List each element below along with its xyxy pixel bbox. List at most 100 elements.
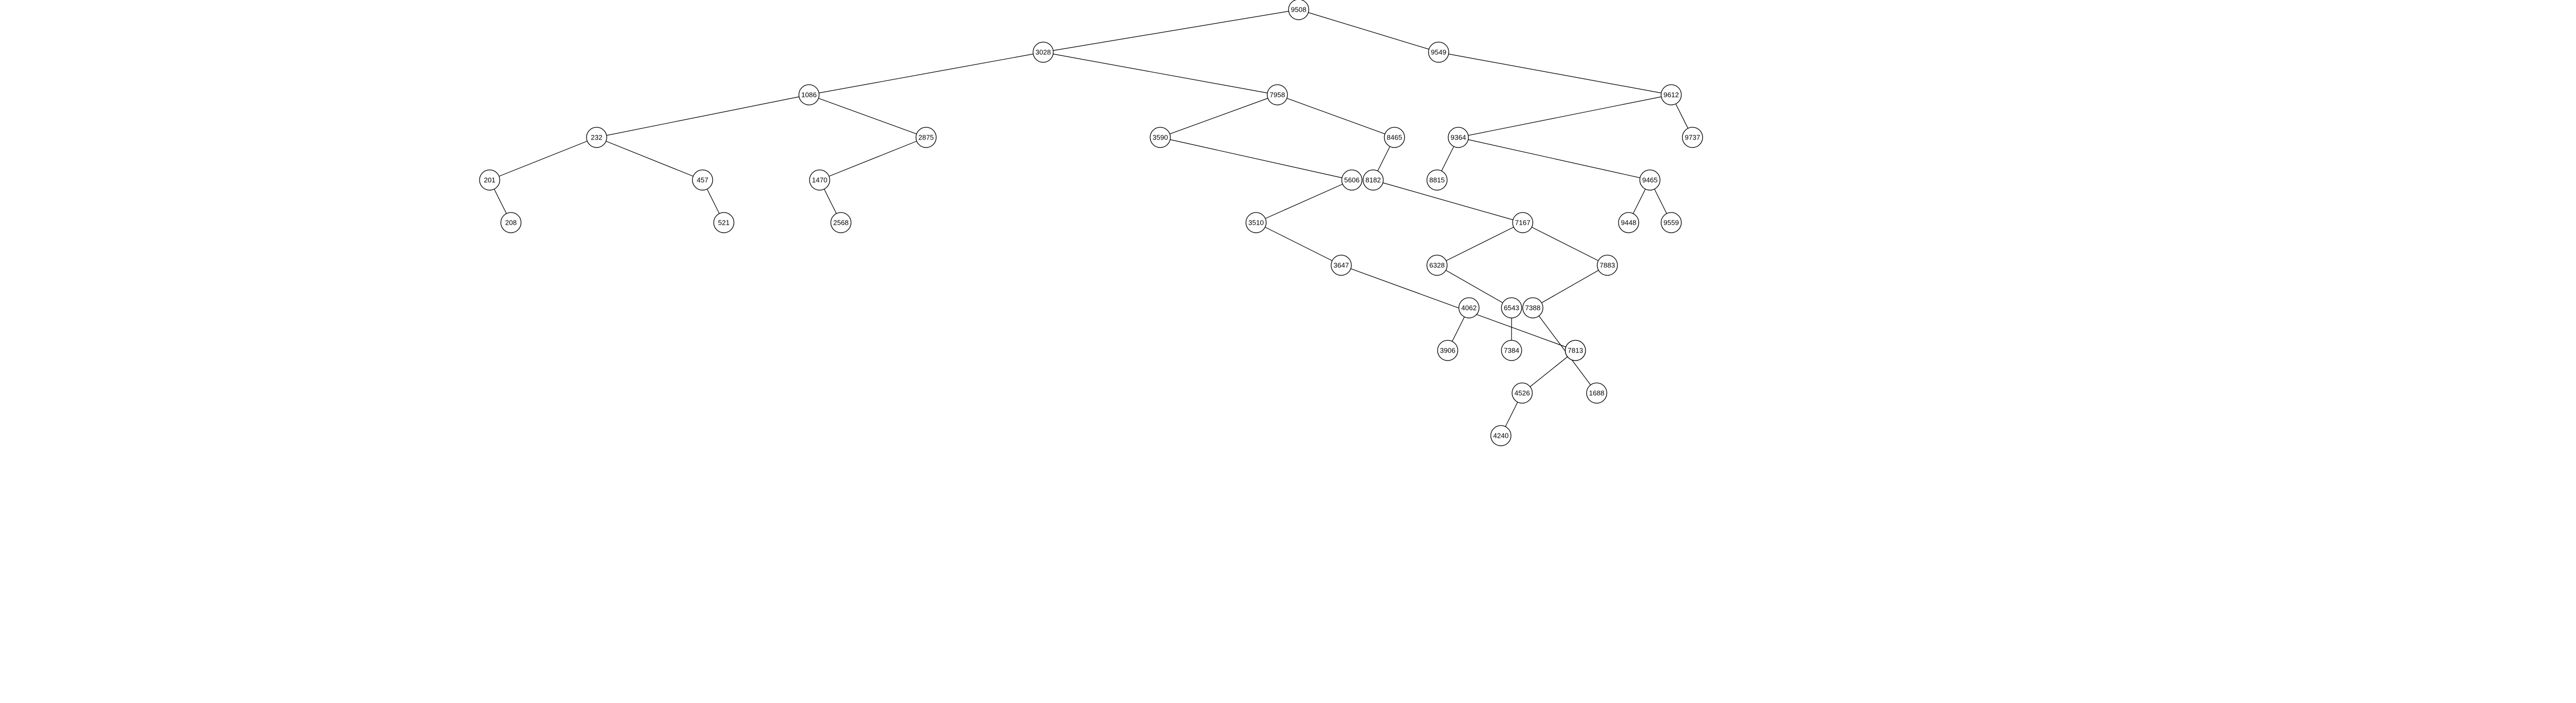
- node-label: 7883: [1600, 261, 1615, 269]
- tree-node: 3028: [1033, 42, 1054, 63]
- node-circle: [830, 212, 852, 233]
- node-circle: [1682, 127, 1703, 148]
- node-circle: [1501, 297, 1522, 318]
- tree-node: 9612: [1661, 84, 1682, 105]
- tree-edge: [1341, 265, 1576, 351]
- tree-edge: [1436, 222, 1523, 266]
- node-circle: [915, 127, 937, 148]
- tree-node: 1688: [1586, 382, 1607, 404]
- tree-node: 3647: [1331, 255, 1352, 276]
- node-label: 7167: [1515, 219, 1531, 227]
- node-circle: [1150, 127, 1171, 148]
- node-circle: [1033, 42, 1054, 63]
- node-label: 9508: [1291, 6, 1307, 14]
- node-label: 6328: [1430, 261, 1445, 269]
- node-circle: [713, 212, 734, 233]
- node-circle: [1618, 212, 1639, 233]
- tree-node: 9465: [1639, 169, 1661, 191]
- tree-node: 8465: [1384, 127, 1405, 148]
- tree-edge: [808, 94, 927, 138]
- tree-node: 521: [713, 212, 734, 233]
- node-label: 7813: [1568, 347, 1583, 355]
- tree-node: 2875: [915, 127, 937, 148]
- node-circle: [1639, 169, 1661, 191]
- node-label: 1688: [1589, 389, 1605, 397]
- node-circle: [1458, 297, 1480, 318]
- node-circle: [1437, 340, 1458, 361]
- node-label: 208: [505, 219, 517, 227]
- node-circle: [1384, 127, 1405, 148]
- node-circle: [798, 84, 820, 105]
- tree-node: 1470: [809, 169, 830, 191]
- tree-node: 7813: [1565, 340, 1586, 361]
- tree-node: 7384: [1501, 340, 1522, 361]
- tree-edge: [1522, 222, 1608, 266]
- node-label: 3647: [1334, 261, 1349, 269]
- node-circle: [1331, 255, 1352, 276]
- node-circle: [692, 169, 713, 191]
- tree-edge: [1256, 179, 1352, 223]
- node-circle: [1428, 42, 1449, 63]
- node-label: 9465: [1642, 176, 1658, 184]
- tree-node: 208: [500, 212, 522, 233]
- tree-node: 6543: [1501, 297, 1522, 318]
- tree-edge: [596, 137, 703, 181]
- node-label: 2568: [833, 219, 849, 227]
- node-label: 457: [697, 176, 708, 184]
- tree-node: 4240: [1490, 425, 1512, 446]
- node-label: 9737: [1685, 134, 1700, 142]
- node-circle: [1512, 212, 1533, 233]
- tree-edge: [1438, 52, 1672, 95]
- node-circle: [1426, 255, 1448, 276]
- tree-node: 9508: [1288, 0, 1309, 20]
- tree-node: 3906: [1437, 340, 1458, 361]
- tree-node: 7388: [1522, 297, 1543, 318]
- tree-node: 2568: [830, 212, 852, 233]
- node-circle: [1661, 212, 1682, 233]
- tree-node: 9559: [1661, 212, 1682, 233]
- tree-edge: [1458, 137, 1650, 181]
- tree-node: 6328: [1426, 255, 1448, 276]
- tree-node: 9737: [1682, 127, 1703, 148]
- node-label: 1086: [802, 91, 817, 99]
- tree-node: 9448: [1618, 212, 1639, 233]
- tree-node: 4062: [1458, 297, 1480, 318]
- node-circle: [1448, 127, 1469, 148]
- node-label: 9612: [1664, 91, 1679, 99]
- tree-edge: [1160, 94, 1278, 138]
- tree-edge: [489, 137, 597, 181]
- node-circle: [1341, 169, 1363, 191]
- node-label: 1470: [812, 176, 828, 184]
- node-circle: [1267, 84, 1288, 105]
- node-circle: [1490, 425, 1512, 446]
- node-label: 8182: [1366, 176, 1381, 184]
- node-label: 9448: [1621, 219, 1637, 227]
- node-circle: [500, 212, 522, 233]
- tree-node: 3510: [1245, 212, 1267, 233]
- node-label: 7388: [1525, 304, 1541, 312]
- node-label: 3510: [1249, 219, 1264, 227]
- node-circle: [1661, 84, 1682, 105]
- tree-node: 5606: [1341, 169, 1363, 191]
- edge-layer: [489, 9, 1693, 436]
- tree-node: 457: [692, 169, 713, 191]
- node-layer: 9508 3028 9549 1086 7958 9612 232 2875 3590 8465 9…: [479, 0, 1703, 446]
- tree-node: 7958: [1267, 84, 1288, 105]
- node-circle: [1565, 340, 1586, 361]
- node-label: 3590: [1153, 134, 1168, 142]
- node-label: 232: [591, 134, 602, 142]
- tree-edge: [596, 94, 810, 138]
- tree-edge: [819, 137, 927, 181]
- tree-edge: [1160, 137, 1352, 181]
- node-circle: [809, 169, 830, 191]
- node-label: 521: [718, 219, 730, 227]
- node-label: 4062: [1462, 304, 1477, 312]
- tree-node: 8815: [1426, 169, 1448, 191]
- node-label: 8465: [1387, 134, 1402, 142]
- node-label: 4240: [1493, 432, 1509, 440]
- node-circle: [1586, 382, 1607, 404]
- tree-node: 9549: [1428, 42, 1449, 63]
- node-label: 7384: [1504, 347, 1520, 355]
